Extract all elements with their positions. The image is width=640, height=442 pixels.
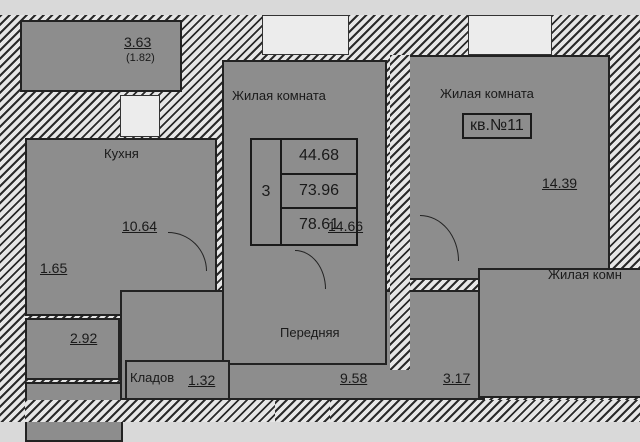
balcony-door bbox=[120, 95, 160, 137]
living-room-1-area: 14.66 bbox=[328, 218, 364, 234]
kitchen-area: 10.64 bbox=[122, 218, 158, 234]
storage-area: 1.32 bbox=[188, 372, 216, 388]
balcony bbox=[20, 20, 182, 92]
apartment-summary: 3 44.68 73.96 78.61 bbox=[250, 138, 358, 246]
living-room-3 bbox=[478, 268, 640, 398]
bottom-wall-left bbox=[25, 400, 275, 422]
living-area: 44.68 bbox=[282, 140, 356, 175]
living-room-1-label: Жилая комната bbox=[232, 88, 326, 103]
hallway-label: Передняя bbox=[280, 325, 340, 340]
apartment-number: кв.№11 bbox=[462, 113, 532, 139]
window-2 bbox=[468, 15, 552, 55]
total-area-with-balcony: 78.61 bbox=[298, 216, 340, 234]
living-room-1 bbox=[222, 60, 387, 365]
bathroom-area: 2.92 bbox=[70, 330, 98, 346]
wc bbox=[25, 318, 120, 380]
kitchen bbox=[25, 138, 217, 316]
balcony-reduced-area: (1.82) bbox=[126, 52, 155, 64]
living-room-2-area: 14.39 bbox=[542, 175, 578, 191]
total-area: 73.96 bbox=[282, 175, 356, 210]
living-room-2-label: Жилая комната bbox=[440, 86, 534, 101]
storage bbox=[125, 360, 230, 400]
bottom-wall bbox=[330, 400, 640, 422]
storage-label: Кладов bbox=[130, 370, 175, 385]
living-room-3-label: Жилая комн bbox=[548, 267, 622, 282]
balcony-area: 3.63 bbox=[124, 34, 152, 50]
hallway-area: 9.58 bbox=[340, 370, 368, 386]
window-1 bbox=[262, 15, 349, 55]
interior-wall bbox=[390, 55, 410, 370]
corridor-area: 3.17 bbox=[443, 370, 471, 386]
wc-area: 1.65 bbox=[40, 260, 68, 276]
kitchen-label: Кухня bbox=[104, 146, 139, 161]
room-count: 3 bbox=[252, 140, 282, 244]
